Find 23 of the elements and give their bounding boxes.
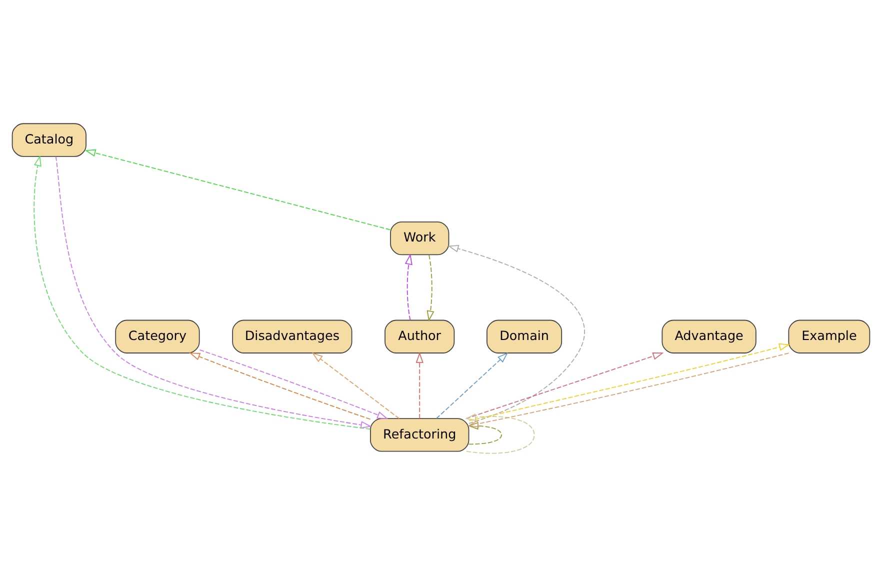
arrow — [465, 412, 535, 454]
node-box: Catalog — [12, 122, 86, 156]
arrow — [468, 352, 790, 427]
node-box: Work — [390, 220, 450, 255]
node-box: Author — [384, 319, 455, 353]
arrow — [466, 352, 664, 418]
arrow — [436, 352, 508, 418]
node-box: Advantage — [662, 319, 756, 353]
arrow — [404, 253, 412, 320]
node-box: Domain — [486, 319, 562, 353]
arrow — [468, 342, 790, 421]
node-box: Refactoring — [370, 418, 470, 452]
node-box: Example — [788, 319, 870, 353]
arrow — [467, 422, 502, 444]
arrow — [199, 348, 388, 419]
arrow — [189, 352, 371, 420]
node-box: Disadvantages — [232, 319, 352, 353]
arrow — [416, 351, 424, 418]
arrow — [84, 148, 391, 230]
arrow — [426, 254, 434, 322]
node-box: Category — [115, 319, 200, 353]
arrow — [312, 352, 400, 418]
arrow — [448, 244, 585, 424]
